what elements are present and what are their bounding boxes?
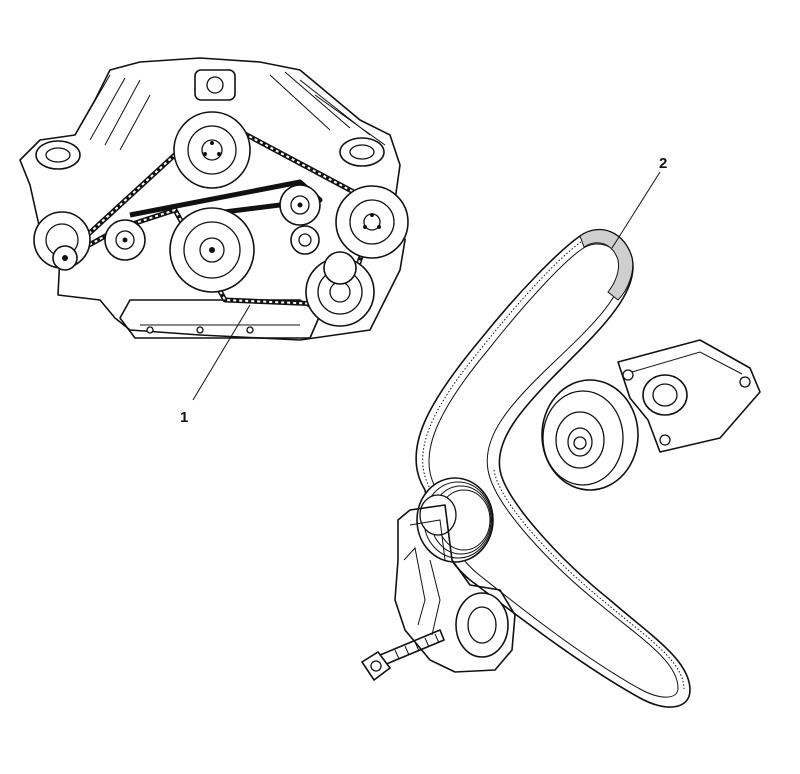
belt-detail-illustration [360, 228, 761, 708]
callout-2-label: 2 [659, 155, 667, 172]
callout-2: 2 [611, 155, 667, 249]
callout-1-label: 1 [180, 409, 188, 426]
engine-front-illustration [19, 57, 409, 341]
callout-1: 1 [180, 304, 251, 426]
